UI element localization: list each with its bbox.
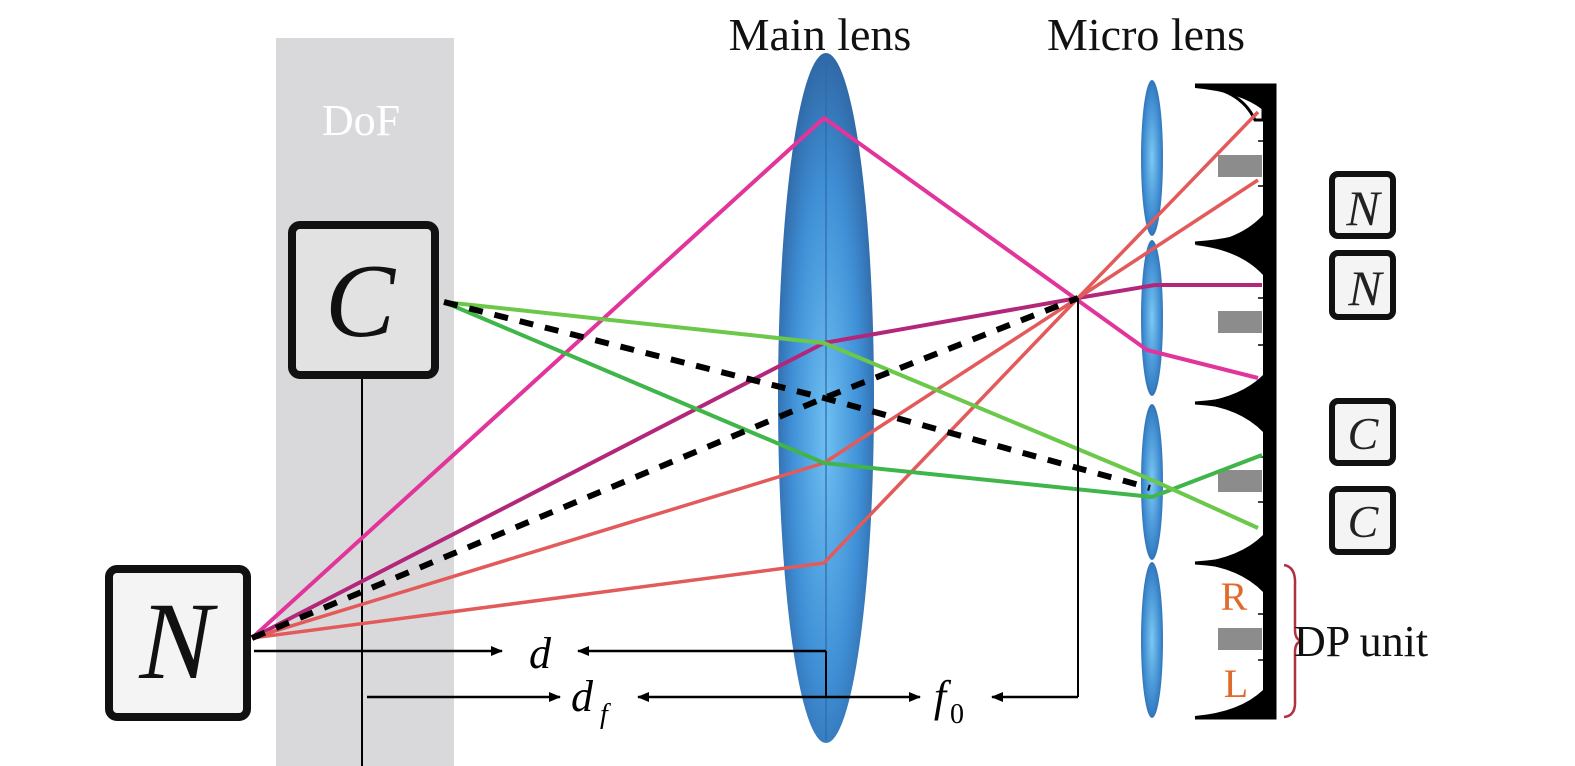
right-pixel-label: R [1221, 574, 1248, 619]
rays [250, 110, 1263, 641]
dof-label: DoF [322, 96, 400, 145]
micro-lens-4 [1141, 562, 1163, 718]
sensor-image-4: C [1329, 486, 1396, 555]
ray-magenta [250, 116, 1259, 640]
ray-green-light [443, 300, 1259, 530]
svg-text:N: N [1347, 260, 1384, 316]
svg-text:N: N [138, 580, 218, 702]
near-object-box: N [105, 565, 251, 721]
ray-red-1 [251, 178, 1259, 640]
svg-text:f: f [600, 699, 611, 730]
dp-unit-label: DP unit [1294, 617, 1428, 666]
sensor-tooth-2 [1195, 215, 1263, 275]
ray-dashed-c [443, 299, 1151, 491]
dp-unit-brace [1283, 563, 1303, 719]
main-lens-title: Main lens [729, 9, 912, 60]
f0-label: f 0 [934, 672, 964, 730]
svg-text:0: 0 [950, 699, 964, 730]
micro-lens-title: Micro lens [1047, 9, 1245, 60]
sensor-image-1: N [1329, 171, 1396, 239]
center-object-box: C [288, 221, 439, 379]
sensor-image-3: C [1329, 398, 1396, 466]
df-label: d f [571, 672, 611, 730]
svg-text:C: C [1348, 408, 1380, 459]
svg-text:d: d [571, 672, 594, 721]
dp-pixel-1 [1218, 140, 1269, 187]
svg-text:C: C [1348, 496, 1380, 547]
dp-pixel-3 [1218, 456, 1269, 503]
left-pixel-label: L [1224, 661, 1248, 706]
sensor-image-2: N [1329, 250, 1396, 320]
svg-text:C: C [325, 242, 397, 359]
dof-band [276, 38, 454, 766]
sensor-backplate [1263, 85, 1275, 718]
dp-pixel-2 [1218, 297, 1269, 346]
micro-lens-1 [1141, 80, 1163, 236]
sensor-tooth-4 [1195, 535, 1263, 592]
distance-arrows [254, 646, 1078, 702]
sensor-tooth-3 [1195, 375, 1263, 432]
dp-pixel-4 [1218, 613, 1269, 661]
sensor-tooth-5 [1195, 690, 1263, 718]
micro-lens-2 [1141, 240, 1163, 396]
svg-text:N: N [1345, 180, 1382, 236]
d-label: d [529, 629, 552, 678]
sensor-tooth-1 [1195, 84, 1263, 110]
ray-green-dark [443, 300, 1263, 499]
